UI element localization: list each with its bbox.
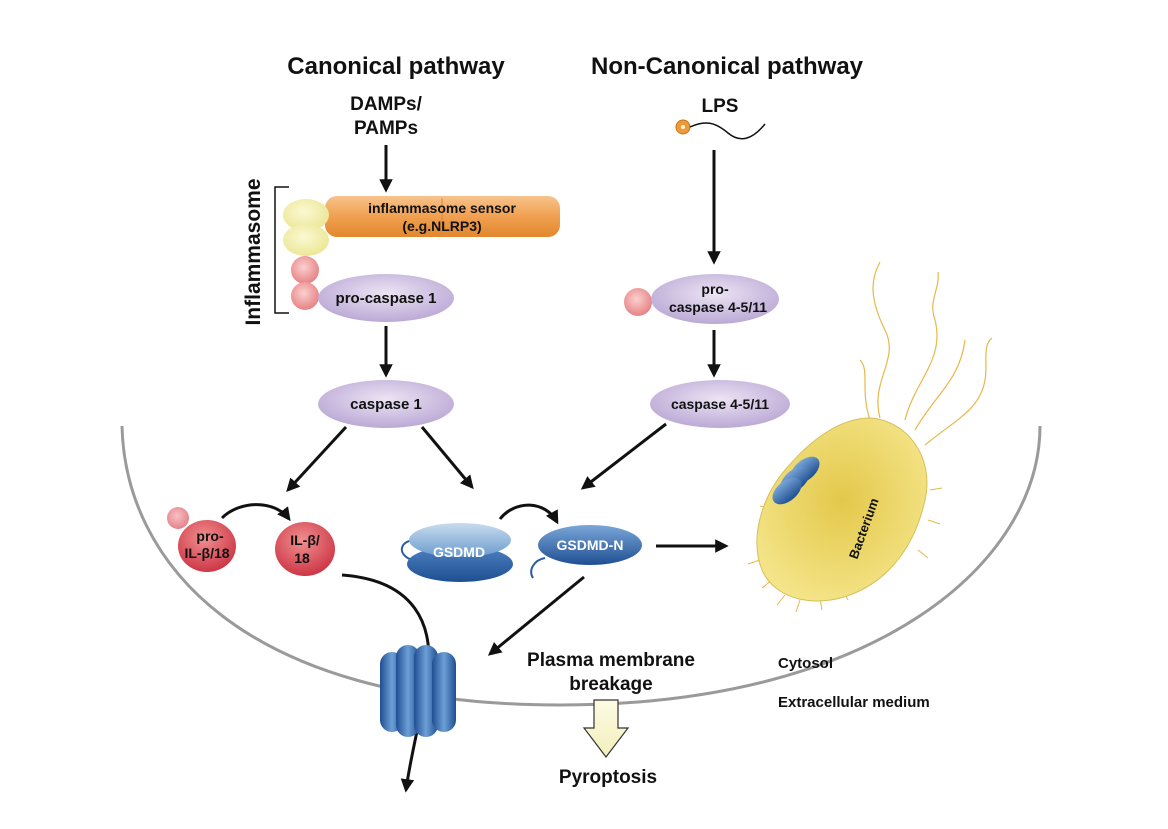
outcome-block-arrow-icon bbox=[582, 699, 630, 758]
gsdmd-n-protein bbox=[530, 525, 642, 579]
gsdmd-pore-icon bbox=[380, 645, 456, 737]
plasma-membrane bbox=[120, 425, 1042, 707]
bacterium-icon bbox=[747, 261, 993, 613]
pink-card-domain-caspase45 bbox=[624, 288, 652, 316]
pro-il-label-line1: pro- bbox=[196, 528, 224, 544]
caspase1-label: caspase 1 bbox=[350, 396, 422, 413]
pro-caspase45-label-line2: caspase 4-5/11 bbox=[669, 299, 767, 315]
arrow-gsdmd-n-to-pore bbox=[487, 575, 585, 656]
pro-caspase45 bbox=[651, 274, 779, 324]
sensor-label-line1: inflammasome sensor bbox=[368, 200, 516, 216]
il-label-line1: IL-β/ bbox=[290, 532, 320, 548]
pro-il-beta-18 bbox=[178, 520, 236, 572]
arrow-pro-il-to-il bbox=[220, 503, 291, 522]
caspase1 bbox=[318, 380, 454, 428]
caspase45 bbox=[650, 380, 790, 428]
gsdmd-label: GSDMD bbox=[433, 544, 485, 560]
pro-il-label-line2: IL-β/18 bbox=[184, 545, 229, 561]
il-label-line2: 18 bbox=[294, 550, 310, 566]
inflammasome-label: Inflammasome bbox=[242, 178, 265, 325]
yellow-pyd-domain-bottom bbox=[283, 224, 329, 256]
lps-molecule-icon bbox=[675, 119, 766, 140]
pro-caspase1-label: pro-caspase 1 bbox=[336, 290, 437, 307]
sensor-label-line2: (e.g.NLRP3) bbox=[402, 218, 481, 234]
pyroptosis-label: Pyroptosis bbox=[559, 767, 657, 788]
arrow-gsdmd-to-gsdmd-n bbox=[498, 503, 559, 525]
lps-label: LPS bbox=[702, 96, 739, 117]
pro-caspase1 bbox=[318, 274, 454, 322]
extracellular-medium-label: Extracellular medium bbox=[778, 694, 930, 711]
damps-label-line1: DAMPs/ bbox=[350, 94, 423, 115]
inflammasome-bracket bbox=[274, 186, 289, 314]
caspase45-label: caspase 4-5/11 bbox=[671, 396, 769, 412]
non-canonical-pathway-header: Non-Canonical pathway bbox=[591, 53, 864, 80]
membrane-breakage-label-line2: breakage bbox=[569, 674, 652, 695]
arrow-caspase45-to-gsdmd bbox=[580, 422, 667, 490]
gsdmd-n-label: GSDMD-N bbox=[557, 537, 624, 553]
membrane-breakage-label-line1: Plasma membrane bbox=[527, 650, 695, 671]
il-beta-18 bbox=[275, 522, 335, 576]
yellow-pyd-domain-top bbox=[283, 199, 329, 231]
pink-card-domain-bottom bbox=[291, 282, 319, 310]
pro-il-prodomain bbox=[167, 507, 189, 529]
arrow-caspase1-to-gsdmd bbox=[420, 426, 474, 490]
pink-card-domain-top bbox=[291, 256, 319, 284]
cytosol-label: Cytosol bbox=[778, 655, 833, 672]
inflammasome-sensor bbox=[325, 196, 560, 237]
arrow-caspase1-to-il bbox=[286, 425, 348, 492]
pamps-label-line2: PAMPs bbox=[354, 118, 418, 139]
canonical-pathway-header: Canonical pathway bbox=[287, 53, 505, 80]
gsdmd-protein bbox=[401, 523, 513, 582]
pro-caspase45-label-line1: pro- bbox=[701, 281, 729, 297]
